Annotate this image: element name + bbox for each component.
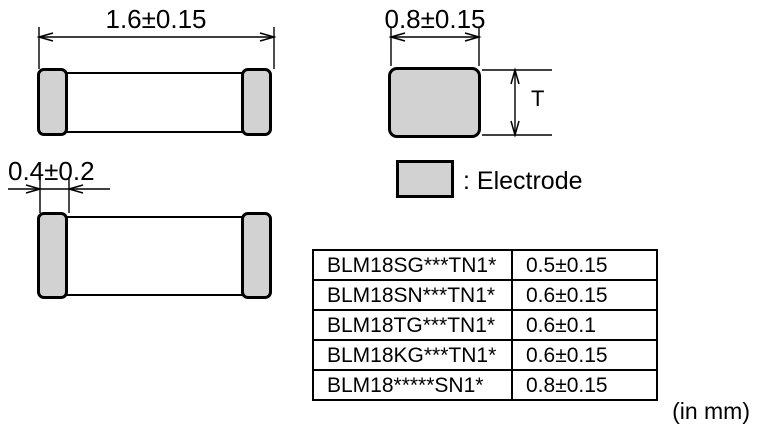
thickness-dimension-lines: [482, 67, 552, 138]
electrode-band-dimension-label: 0.4±0.2: [8, 156, 95, 186]
chip-end-view-electrode: [388, 67, 481, 138]
table-row: BLM18KG***TN1* 0.6±0.15: [312, 339, 658, 371]
width-dimension-label: 0.8±0.15: [384, 4, 486, 34]
length-dimension-label: 1.6±0.15: [105, 4, 207, 34]
right-electrode-bottom-view: [241, 212, 272, 299]
table-row: BLM18*****SN1* 0.8±0.15: [312, 369, 658, 401]
electrode-legend-label: : Electrode: [463, 167, 583, 195]
table-row: BLM18TG***TN1* 0.6±0.1: [312, 309, 658, 341]
thickness-value-cell: 0.6±0.15: [511, 279, 658, 311]
chip-body-bottom-view: [52, 216, 260, 296]
table-row: BLM18SN***TN1* 0.6±0.15: [312, 279, 658, 311]
unit-note: (in mm): [672, 398, 750, 424]
electrode-legend-swatch: [396, 160, 454, 198]
thickness-value-cell: 0.6±0.1: [511, 309, 658, 341]
part-number-cell: BLM18SG***TN1*: [312, 249, 513, 281]
left-electrode-bottom-view: [37, 212, 68, 299]
table-row: BLM18SG***TN1* 0.5±0.15: [312, 249, 658, 281]
right-electrode-top-view: [241, 68, 272, 136]
thickness-value-cell: 0.8±0.15: [511, 369, 658, 401]
part-number-cell: BLM18TG***TN1*: [312, 309, 513, 341]
part-number-cell: BLM18KG***TN1*: [312, 339, 513, 371]
chip-body-top-view: [52, 72, 260, 133]
thickness-value-cell: 0.5±0.15: [511, 249, 658, 281]
left-electrode-top-view: [37, 68, 68, 136]
thickness-value-cell: 0.6±0.15: [511, 339, 658, 371]
part-number-cell: BLM18*****SN1*: [312, 369, 513, 401]
part-number-cell: BLM18SN***TN1*: [312, 279, 513, 311]
thickness-symbol-label: T: [531, 86, 545, 111]
thickness-table: BLM18SG***TN1* 0.5±0.15 BLM18SN***TN1* 0…: [312, 249, 658, 401]
